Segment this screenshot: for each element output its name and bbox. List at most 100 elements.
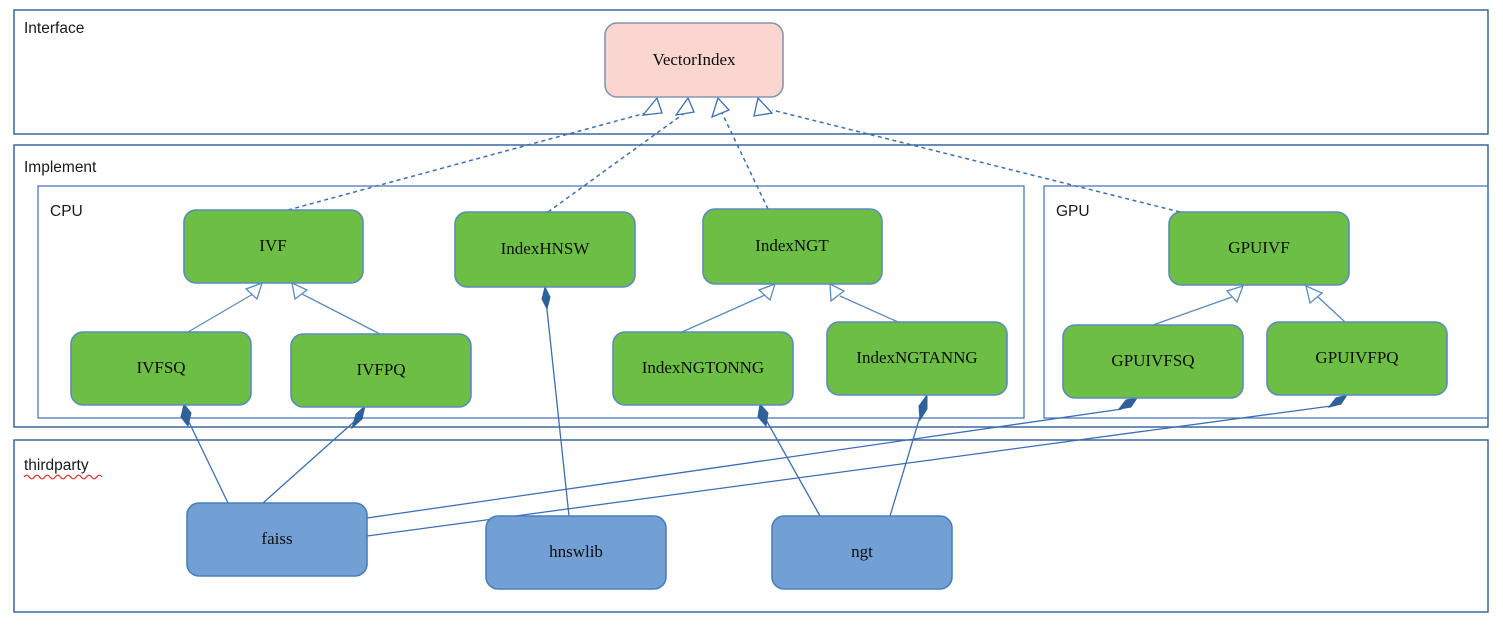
- edge-gpuivfsq-to-gpuivf: [1152, 284, 1245, 326]
- edge-line: [839, 295, 899, 323]
- spellcheck-squiggle-icon: [23, 474, 103, 480]
- edge-line: [545, 299, 570, 517]
- edge-indexngtanng-to-indexngt: [829, 282, 899, 323]
- frame-thirdparty-rect: [13, 439, 1489, 613]
- node-indexngtonng-box[interactable]: [612, 331, 794, 406]
- node-indexngt-box[interactable]: [702, 208, 883, 285]
- node-gpuivf[interactable]: GPUIVF: [1168, 211, 1350, 286]
- node-gpuivfpq-box[interactable]: [1266, 321, 1448, 396]
- node-gpuivfsq-box[interactable]: [1062, 324, 1244, 399]
- realization-arrowhead-icon: [641, 96, 663, 116]
- node-gpuivf-label: GPUIVF: [1228, 238, 1289, 257]
- edge-line: [262, 419, 357, 504]
- edge-gpuivf-to-vectorindex: [753, 96, 1181, 213]
- frame-cpu-label: CPU: [50, 203, 83, 220]
- edge-line: [721, 112, 769, 210]
- edge-indexngt-to-vectorindex: [710, 96, 769, 210]
- node-indexngtanng[interactable]: IndexNGTANNG: [826, 321, 1008, 396]
- frame-thirdparty: thirdparty: [13, 439, 1489, 613]
- edge-gpuivfpq-to-gpuivf: [1305, 284, 1346, 323]
- frame-gpu: GPU: [1043, 185, 1489, 419]
- node-gpuivf-box[interactable]: [1168, 211, 1350, 286]
- edges-generalization-layer: [187, 281, 1346, 335]
- node-ivf-label: IVF: [259, 236, 286, 255]
- node-gpuivfsq-label: GPUIVFSQ: [1111, 351, 1194, 370]
- edge-line: [186, 417, 229, 504]
- frame-cpu-rect: [37, 185, 1025, 419]
- edge-faiss-to-ivfsq: [180, 402, 229, 504]
- frame-gpu-rect: [1043, 185, 1489, 419]
- frame-interface-rect: [13, 9, 1489, 135]
- node-ivfpq-label: IVFPQ: [356, 360, 405, 379]
- frame-implement-label: Implement: [24, 159, 97, 176]
- edges-composition-layer: [180, 285, 1349, 537]
- frame-cpu: CPU: [37, 185, 1025, 419]
- node-indexngtonng[interactable]: IndexNGTONNG: [612, 331, 794, 406]
- node-indexngtonng-label: IndexNGTONNG: [642, 358, 764, 377]
- frame-interface-label: Interface: [24, 20, 84, 37]
- node-gpuivfsq[interactable]: GPUIVFSQ: [1062, 324, 1244, 399]
- node-vectorindex[interactable]: VectorIndex: [604, 22, 784, 98]
- node-ivfsq-box[interactable]: [70, 331, 252, 406]
- generalization-arrowhead-icon: [291, 281, 309, 301]
- generalization-arrowhead-icon: [757, 282, 777, 302]
- edge-ngt-to-indexngtanng: [889, 393, 928, 517]
- node-ivfpq-box[interactable]: [290, 333, 472, 408]
- node-hnswlib[interactable]: hnswlib: [485, 515, 667, 590]
- generalization-arrowhead-icon: [244, 281, 264, 301]
- frames-layer: Interface Implement CPU GPU thirdparty: [13, 9, 1489, 613]
- generalization-arrowhead-icon: [1225, 284, 1245, 304]
- realization-arrowhead-icon: [710, 96, 731, 119]
- edge-line: [547, 111, 687, 213]
- edge-hnswlib-to-indexhnsw: [541, 285, 570, 517]
- edge-faiss-to-ivfpq: [262, 404, 366, 504]
- edge-indexngtonng-to-indexngt: [681, 282, 777, 333]
- node-vectorindex-label: VectorIndex: [652, 50, 736, 69]
- node-gpuivfpq-label: GPUIVFPQ: [1315, 348, 1398, 367]
- node-indexngt[interactable]: IndexNGT: [702, 208, 883, 285]
- node-indexhnsw-box[interactable]: [454, 211, 636, 288]
- edge-line: [1152, 296, 1233, 326]
- frame-thirdparty-label: thirdparty: [24, 457, 89, 474]
- edge-line: [301, 293, 381, 335]
- edge-ivfsq-to-ivf: [187, 281, 264, 333]
- edge-line: [187, 293, 254, 333]
- node-indexngtanng-box[interactable]: [826, 321, 1008, 396]
- generalization-arrowhead-icon: [1305, 284, 1324, 305]
- composition-diamond-icon: [757, 402, 769, 428]
- node-indexngt-label: IndexNGT: [755, 236, 829, 255]
- node-ngt[interactable]: ngt: [771, 515, 953, 590]
- node-indexhnsw[interactable]: IndexHNSW: [454, 211, 636, 288]
- composition-diamond-icon: [541, 285, 551, 311]
- composition-diamond-icon: [180, 402, 192, 428]
- composition-diamond-icon: [918, 393, 928, 422]
- edge-faiss-to-gpuivfpq: [366, 394, 1349, 537]
- node-ivfsq[interactable]: IVFSQ: [70, 331, 252, 406]
- edge-ngt-to-indexngtonng: [757, 402, 821, 517]
- edge-line: [771, 109, 1181, 213]
- node-indexngtanng-label: IndexNGTANNG: [856, 348, 977, 367]
- generalization-arrowhead-icon: [829, 282, 846, 303]
- node-hnswlib-box[interactable]: [485, 515, 667, 590]
- edge-indexhnsw-to-vectorindex: [547, 96, 695, 213]
- edge-ivfpq-to-ivf: [291, 281, 381, 335]
- node-ivf[interactable]: IVF: [183, 209, 364, 284]
- composition-diamond-icon: [1117, 397, 1139, 410]
- node-gpuivfpq[interactable]: GPUIVFPQ: [1266, 321, 1448, 396]
- edge-line: [681, 294, 766, 333]
- realization-arrowhead-icon: [753, 96, 774, 117]
- node-ivf-box[interactable]: [183, 209, 364, 284]
- frame-gpu-label: GPU: [1056, 203, 1090, 220]
- realization-arrowhead-icon: [674, 96, 695, 116]
- node-ngt-box[interactable]: [771, 515, 953, 590]
- node-ivfpq[interactable]: IVFPQ: [290, 333, 472, 408]
- composition-diamond-icon: [1327, 394, 1349, 408]
- node-faiss[interactable]: faiss: [186, 502, 368, 577]
- node-faiss-box[interactable]: [186, 502, 368, 577]
- node-hnswlib-label: hnswlib: [549, 542, 603, 561]
- edge-line: [366, 408, 1123, 519]
- node-faiss-label: faiss: [261, 529, 292, 548]
- node-vectorindex-box[interactable]: [604, 22, 784, 98]
